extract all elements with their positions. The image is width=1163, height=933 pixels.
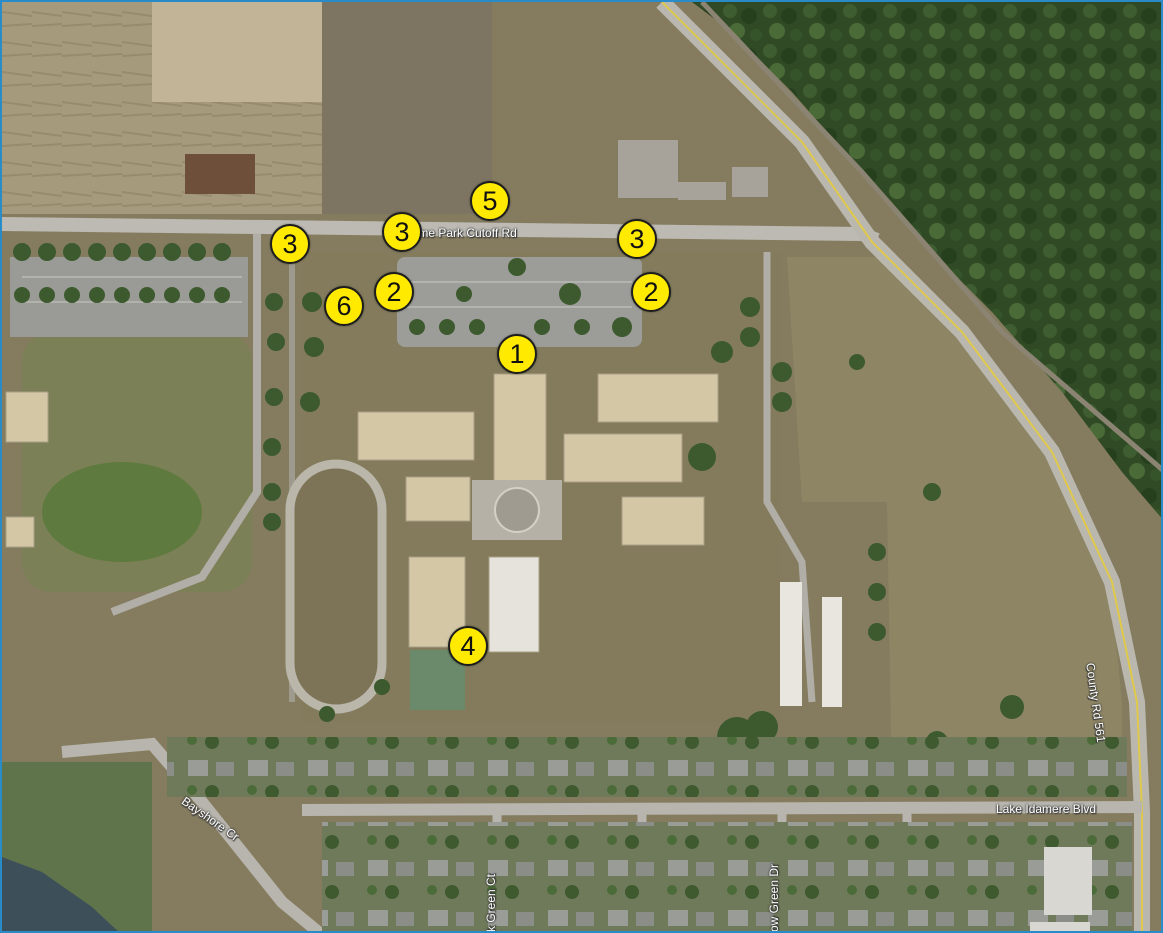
building-west-wing (357, 411, 475, 461)
commercial-building (618, 140, 678, 198)
marker-2-east[interactable]: 2 (631, 272, 671, 312)
lake (2, 857, 118, 931)
bare-field-light (152, 2, 322, 102)
bus-row-1 (780, 582, 802, 706)
marker-1[interactable]: 1 (497, 334, 537, 374)
building-main-hall (493, 373, 547, 487)
road-label-cutoff: Lime Park Cutoff Rd (409, 226, 517, 240)
houses-south (322, 822, 1132, 931)
marker-6[interactable]: 6 (324, 286, 364, 326)
west-drive (110, 234, 261, 616)
building-se-edge (1030, 922, 1090, 931)
forest (692, 2, 1161, 518)
building-neighbor-small (5, 516, 35, 548)
building-gym-right (488, 556, 540, 653)
large-building-se (1044, 847, 1092, 915)
marker-4[interactable]: 4 (448, 626, 488, 666)
houses-north (167, 737, 1127, 797)
east-drive (763, 252, 816, 703)
marker-3-east[interactable]: 3 (617, 219, 657, 259)
road-label-idamere: Lake Idamere Blvd (996, 802, 1097, 816)
marker-3-center[interactable]: 3 (382, 212, 422, 252)
commercial-annex (678, 182, 726, 200)
marker-2-west[interactable]: 2 (374, 272, 414, 312)
dirt-patch (185, 154, 255, 194)
building-north-wing (597, 373, 719, 423)
open-field (787, 257, 1122, 792)
county-road-centerline (661, 2, 1143, 931)
bus-row-2 (822, 597, 842, 707)
road-label-green-dr: ow Green Dr (767, 863, 781, 932)
bayshore-road (61, 737, 326, 931)
lot-area (322, 2, 492, 214)
road-label-green-ct: k Green Ct (484, 873, 498, 932)
running-track (285, 459, 387, 714)
marker-5[interactable]: 5 (470, 181, 510, 221)
grass-patch (42, 462, 202, 562)
idamere-road (301, 801, 1143, 816)
building-classroom (405, 476, 471, 522)
courtyard-circle (494, 487, 540, 533)
building-east-wing (563, 433, 683, 483)
small-building (732, 167, 768, 197)
building-neighbor (5, 391, 49, 443)
railway (700, 2, 1161, 472)
marker-3-west[interactable]: 3 (270, 224, 310, 264)
building-southeast (621, 496, 705, 546)
